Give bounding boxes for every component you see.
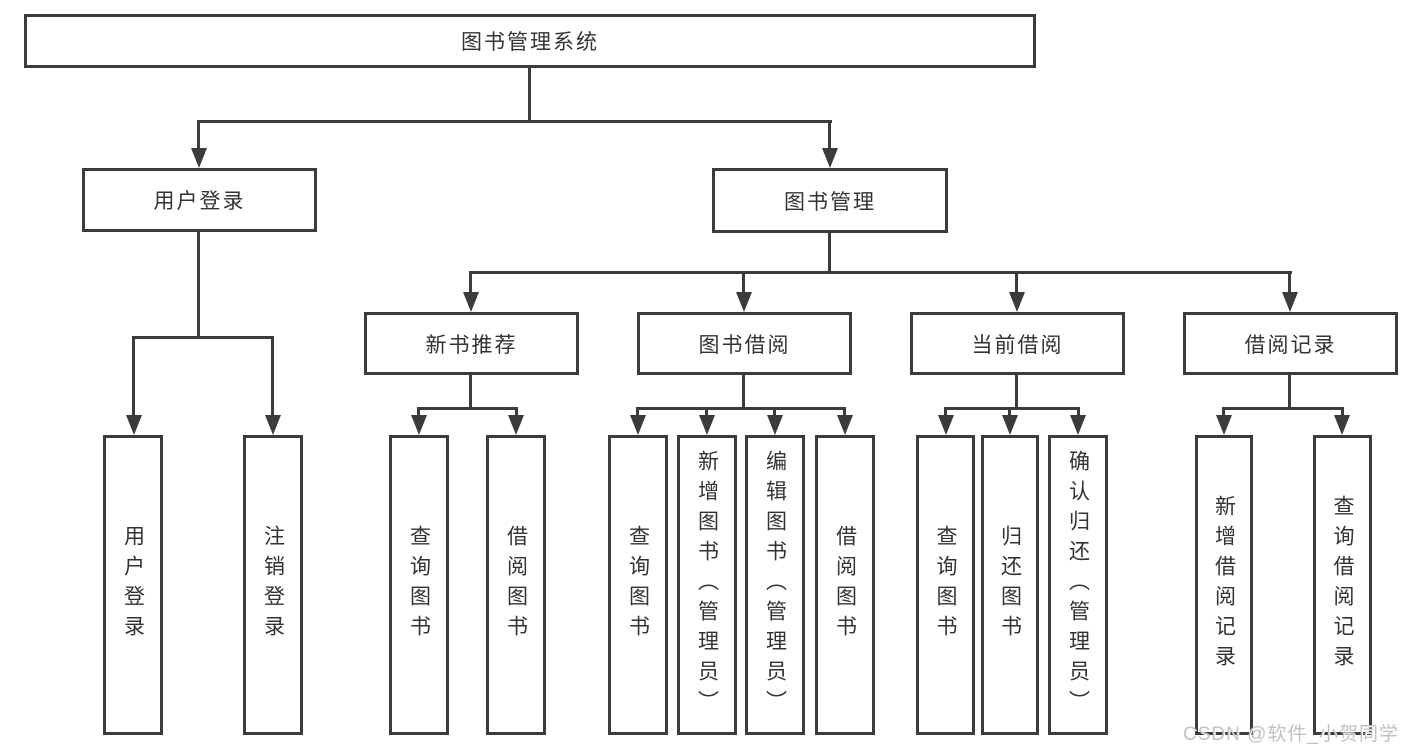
leaf-nb-borrow-books: 借阅图书	[486, 435, 546, 735]
connector-current-borrow-stem	[1015, 375, 1018, 407]
connector-cb-confirm-drop	[1077, 407, 1080, 415]
leaf-nb-query-books-label: 查询图书	[407, 525, 431, 645]
leaf-cb-confirm-return: 确认归还（管理员）	[1048, 435, 1108, 735]
leaf-bb-borrow-books: 借阅图书	[815, 435, 875, 735]
leaf-bb-query-books: 查询图书	[608, 435, 668, 735]
arrowhead-user-login	[191, 148, 207, 168]
node-borrow-records-label: 借阅记录	[1244, 333, 1337, 357]
leaf-br-query-record: 查询借阅记录	[1313, 435, 1372, 735]
connector-bb-edit-drop	[773, 407, 776, 415]
connector-leaf-user-login-drop	[132, 336, 135, 415]
connector-cb-return-drop	[1008, 407, 1011, 415]
leaf-logout: 注销登录	[243, 435, 303, 735]
arrowhead-current-borrow	[1009, 292, 1025, 312]
connector-root-split	[197, 120, 832, 123]
leaf-bb-add-books: 新增图书（管理员）	[677, 435, 737, 735]
connector-new-books-split	[417, 407, 518, 410]
leaf-br-add-record-label: 新增借阅记录	[1212, 495, 1236, 675]
arrowhead-book-borrow	[736, 292, 752, 312]
arrowhead-nb-query	[411, 415, 427, 435]
leaf-cb-query-books: 查询图书	[916, 435, 975, 735]
node-borrow-records: 借阅记录	[1183, 312, 1398, 375]
leaf-cb-return-books-label: 归还图书	[998, 525, 1022, 645]
node-new-books: 新书推荐	[364, 312, 579, 375]
node-current-borrow-label: 当前借阅	[971, 333, 1064, 357]
connector-current-borrow-drop	[1015, 271, 1018, 292]
leaf-user-login-label: 用户登录	[121, 525, 145, 645]
node-root-label: 图书管理系统	[461, 31, 599, 54]
leaf-bb-query-books-label: 查询图书	[626, 525, 650, 645]
leaf-nb-borrow-books-label: 借阅图书	[504, 525, 528, 645]
arrowhead-bb-edit	[767, 415, 783, 435]
leaf-cb-query-books-label: 查询图书	[934, 525, 957, 645]
connector-new-books-stem	[469, 375, 472, 407]
connector-user-login-split	[132, 336, 274, 339]
node-current-borrow: 当前借阅	[910, 312, 1125, 375]
watermark: CSDN @软件_小贺同学	[1183, 724, 1399, 745]
connector-cb-query-drop	[944, 407, 947, 415]
connector-user-login-drop	[197, 120, 200, 148]
connector-bb-query-drop	[636, 407, 639, 415]
leaf-nb-query-books: 查询图书	[389, 435, 449, 735]
leaf-bb-add-books-label: 新增图书（管理员）	[695, 450, 719, 720]
node-book-management: 图书管理	[712, 168, 948, 233]
connector-root-stem	[528, 68, 531, 120]
node-user-login-label: 用户登录	[153, 190, 246, 213]
leaf-cb-confirm-return-label: 确认归还（管理员）	[1066, 450, 1090, 720]
connector-modules-split	[470, 271, 1292, 274]
node-book-borrow-label: 图书借阅	[698, 333, 791, 357]
connector-book-borrow-split	[636, 407, 846, 410]
arrowhead-cb-confirm	[1070, 415, 1086, 435]
arrowhead-leaf-logout	[265, 415, 281, 435]
arrowhead-borrow-records	[1282, 292, 1298, 312]
connector-leaf-logout-drop	[271, 336, 274, 415]
arrowhead-new-books	[463, 292, 479, 312]
connector-bb-borrow-drop	[843, 407, 846, 415]
connector-book-borrow-stem	[742, 375, 745, 407]
arrowhead-cb-query	[938, 415, 954, 435]
leaf-user-login: 用户登录	[103, 435, 163, 735]
connector-br-query-drop	[1341, 407, 1344, 415]
arrowhead-bb-query	[630, 415, 646, 435]
arrowhead-cb-return	[1002, 415, 1018, 435]
node-new-books-label: 新书推荐	[425, 333, 518, 357]
connector-nb-borrow-drop	[515, 407, 518, 415]
connector-book-management-stem	[828, 233, 831, 271]
leaf-br-query-record-label: 查询借阅记录	[1331, 495, 1354, 675]
leaf-cb-return-books: 归还图书	[981, 435, 1039, 735]
arrowhead-book-management	[822, 148, 838, 168]
arrowhead-br-query	[1334, 415, 1350, 435]
arrowhead-nb-borrow	[508, 415, 524, 435]
connector-current-borrow-split	[944, 407, 1080, 410]
connector-br-add-drop	[1222, 407, 1225, 415]
connector-borrow-records-stem	[1288, 375, 1291, 407]
arrowhead-leaf-user-login	[126, 415, 142, 435]
node-book-management-label: 图书管理	[784, 190, 876, 214]
connector-bb-add-drop	[705, 407, 708, 415]
leaf-bb-borrow-books-label: 借阅图书	[833, 525, 857, 645]
connector-borrow-records-drop	[1288, 271, 1291, 292]
connector-borrow-records-split	[1222, 407, 1344, 410]
arrowhead-bb-add	[699, 415, 715, 435]
connector-new-books-drop	[469, 271, 472, 292]
leaf-logout-label: 注销登录	[261, 525, 285, 645]
leaf-bb-edit-books-label: 编辑图书（管理员）	[763, 450, 787, 720]
node-user-login: 用户登录	[82, 168, 317, 232]
connector-book-management-drop	[828, 120, 831, 148]
connector-book-borrow-drop	[742, 271, 745, 292]
connector-nb-query-drop	[417, 407, 420, 415]
arrowhead-bb-borrow	[837, 415, 853, 435]
leaf-br-add-record: 新增借阅记录	[1195, 435, 1253, 735]
node-root: 图书管理系统	[24, 14, 1036, 68]
connector-user-login-stem	[197, 232, 200, 336]
node-book-borrow: 图书借阅	[637, 312, 852, 375]
arrowhead-br-add	[1216, 415, 1232, 435]
leaf-bb-edit-books: 编辑图书（管理员）	[745, 435, 805, 735]
